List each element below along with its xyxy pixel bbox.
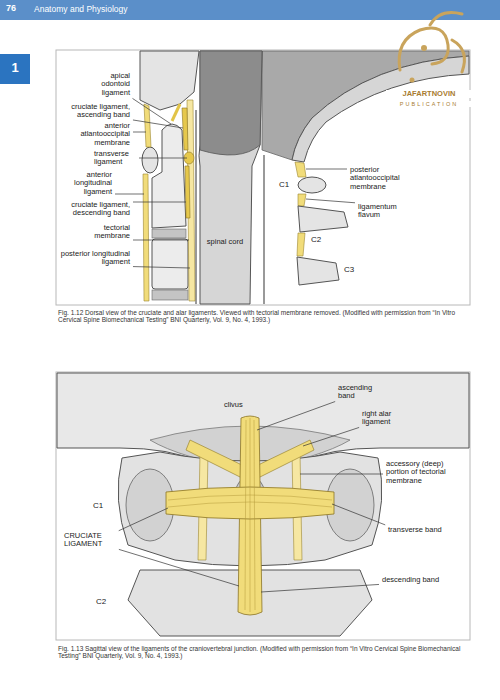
posterior-craniovertebral-illustration (57, 373, 469, 636)
leader-line (257, 402, 335, 430)
sagittal-spine-illustration (142, 147, 158, 173)
figure-frame (56, 50, 470, 305)
sagittal-spine-illustration (199, 51, 262, 304)
chapter-tab (0, 54, 30, 84)
part-label: ligamentum flavum (358, 203, 414, 220)
sagittal-spine-illustration (298, 194, 306, 206)
leader-line (332, 504, 385, 525)
watermark: JAFARTNOVIN (386, 90, 472, 98)
posterior-craniovertebral-illustration (186, 440, 244, 478)
leader-line (306, 169, 347, 170)
posterior-craniovertebral-illustration (250, 418, 251, 612)
part-label: ascending band (338, 384, 390, 401)
leader-line (139, 158, 187, 159)
sagittal-spine-illustration (143, 174, 149, 301)
posterior-craniovertebral-illustration (254, 420, 255, 610)
vertebra-label: C1 (93, 502, 109, 511)
part-label: spinal cord (203, 238, 247, 246)
figure-frame (56, 372, 470, 640)
leader-line (119, 508, 168, 531)
part-label: apical odontoid ligament (90, 72, 130, 97)
part-label: posterior atlantooccipital membrane (350, 166, 420, 191)
posterior-craniovertebral-illustration (57, 373, 469, 469)
leader-line (133, 132, 146, 133)
sagittal-spine-illustration (140, 51, 469, 304)
sagittal-spine-illustration (292, 56, 469, 162)
header-bar (0, 0, 500, 20)
sagittal-spine-illustration (295, 162, 306, 177)
part-label: cruciate ligament, ascending band (58, 103, 130, 120)
leader-line (303, 427, 359, 446)
figure-frame (56, 372, 470, 640)
sagittal-spine-illustration (200, 51, 262, 155)
watermark-ornament (410, 78, 415, 83)
running-head: Anatomy and Physiology (34, 5, 254, 14)
watermark-ornament (399, 12, 464, 82)
posterior-craniovertebral-illustration (245, 420, 246, 610)
sagittal-spine-illustration (152, 239, 188, 289)
leader-line (133, 240, 189, 241)
leader-line (115, 194, 144, 195)
part-label: right alar ligament (362, 410, 412, 427)
posterior-craniovertebral-illustration (168, 495, 332, 500)
part-label: descending band (382, 576, 440, 584)
header-bar (0, 0, 500, 20)
part-label: anterior atlantooccipital membrane (58, 122, 130, 147)
leader-line (261, 584, 379, 592)
sagittal-spine-illustration (182, 108, 188, 150)
sagittal-spine-illustration (298, 206, 348, 232)
sagittal-spine-illustration (263, 155, 264, 304)
figure-frame (56, 50, 470, 305)
watermark-ornament (452, 40, 464, 72)
part-label: clivus (224, 401, 256, 409)
watermark-ornament (399, 28, 448, 70)
watermark-ornament (430, 12, 462, 25)
posterior-craniovertebral-illustration (256, 440, 314, 478)
figure-caption: Fig. 1.12 Dorsal view of the cruciate an… (58, 309, 468, 323)
leader-line (133, 267, 190, 268)
sagittal-spine-illustration (195, 110, 196, 304)
leader-line (133, 202, 186, 203)
page-number: 76 (6, 4, 32, 14)
part-label: CRUCIATE LIGAMENT (64, 532, 116, 549)
part-label: transverse band (388, 526, 442, 534)
sagittal-spine-illustration (144, 104, 151, 147)
sagittal-spine-illustration (152, 124, 186, 228)
chapter-number: 1 (0, 61, 30, 75)
sagittal-spine-illustration (152, 290, 188, 300)
leader-line (306, 199, 355, 203)
sagittal-spine-illustration (152, 229, 186, 238)
part-label: posterior longitudinal ligament (58, 250, 130, 267)
sagittal-spine-illustration (297, 257, 339, 285)
posterior-craniovertebral-illustration (168, 502, 332, 507)
part-label: accessory (deep) portion of tectorial me… (386, 460, 454, 485)
figure-caption: Fig. 1.13 Sagittal view of the ligaments… (58, 645, 468, 659)
vertebra-label: C3 (344, 266, 360, 275)
sagittal-spine-illustration (172, 104, 180, 121)
sagittal-spine-illustration (298, 177, 326, 193)
part-label: cruciate ligament, descending band (58, 201, 130, 218)
chapter-tab (0, 54, 30, 84)
leader-line (300, 474, 383, 475)
part-label: anterior longitudinal ligament (58, 171, 112, 196)
part-label: transverse ligament (94, 150, 136, 167)
watermark-ornament (421, 45, 427, 51)
vertebra-label: C1 (279, 181, 295, 190)
leader-line (133, 120, 183, 128)
watermark: PUBLICATION (386, 101, 472, 107)
vertebra-label: C2 (311, 236, 327, 245)
leader-line (119, 549, 239, 586)
leader-line (132, 98, 171, 124)
part-label: tectorial membrane (78, 224, 130, 241)
sagittal-spine-illustration (185, 166, 190, 218)
sagittal-spine-illustration (297, 233, 305, 256)
vertebra-label: C2 (96, 598, 112, 607)
